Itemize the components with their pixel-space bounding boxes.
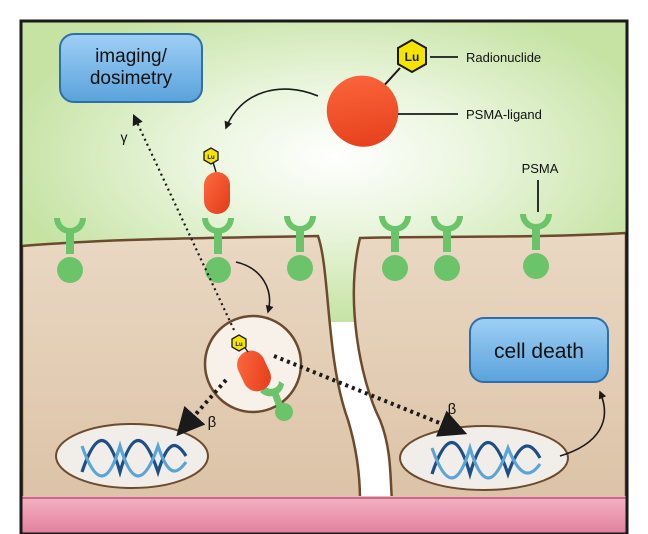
gamma-emission-arrow	[132, 114, 235, 331]
endosome-radionuclide-hexagon	[231, 334, 247, 352]
psma-receptor	[284, 216, 316, 281]
psma-ligand-label: PSMA-ligand	[466, 107, 542, 122]
imaging-dosimetry-box: imaging/ dosimetry	[59, 33, 203, 103]
psma-receptor	[379, 216, 411, 281]
radionuclide-lu-label: Lu	[405, 50, 420, 64]
nucleus-right	[399, 425, 569, 491]
imaging-label-line1: imaging/	[95, 46, 168, 67]
radionuclide-hexagon	[397, 38, 427, 74]
endosome-lu-label: Lu	[235, 342, 243, 348]
psma-receptor	[54, 218, 86, 283]
beta-emission-arrow-left	[176, 378, 228, 437]
endosome-ligand-body	[237, 350, 271, 392]
cell-death-label: cell death	[494, 340, 584, 363]
bound-radionuclide-hexagon	[203, 147, 219, 165]
cell-death-arrow	[559, 390, 607, 457]
gamma-label: γ	[121, 129, 128, 145]
bound-ligand-body	[204, 172, 230, 214]
psma-ligand-large: Lu	[326, 38, 427, 147]
beta-emission-arrow-right	[273, 354, 468, 437]
psma-receptor	[431, 216, 463, 281]
internalization-arrow	[235, 261, 274, 314]
radionuclide-label: Radionuclide	[466, 50, 541, 65]
frame-border	[19, 19, 629, 534]
psma-receptors	[54, 214, 552, 283]
endosome-psma-receptor	[260, 381, 293, 421]
imaging-label-line2: dosimetry	[90, 68, 173, 89]
dna-helix-left	[80, 438, 188, 478]
beta-label-left: β	[208, 414, 217, 431]
cell-death-box: cell death	[469, 317, 609, 383]
psma-receptor	[202, 218, 234, 283]
dna-helix-right	[430, 440, 542, 480]
ligand-body	[326, 75, 399, 147]
nucleus-left	[55, 423, 209, 489]
psma-receptor	[520, 214, 552, 279]
endosome: Lu	[203, 314, 303, 421]
bound-lu-label: Lu	[207, 155, 215, 161]
binding-arrow	[224, 88, 319, 130]
bound-ligand-linker	[212, 161, 217, 173]
psma-ligand-bound: Lu	[203, 147, 230, 214]
beta-label-right: β	[448, 401, 457, 418]
psma-label: PSMA	[522, 161, 559, 176]
basement-membrane	[22, 496, 626, 534]
